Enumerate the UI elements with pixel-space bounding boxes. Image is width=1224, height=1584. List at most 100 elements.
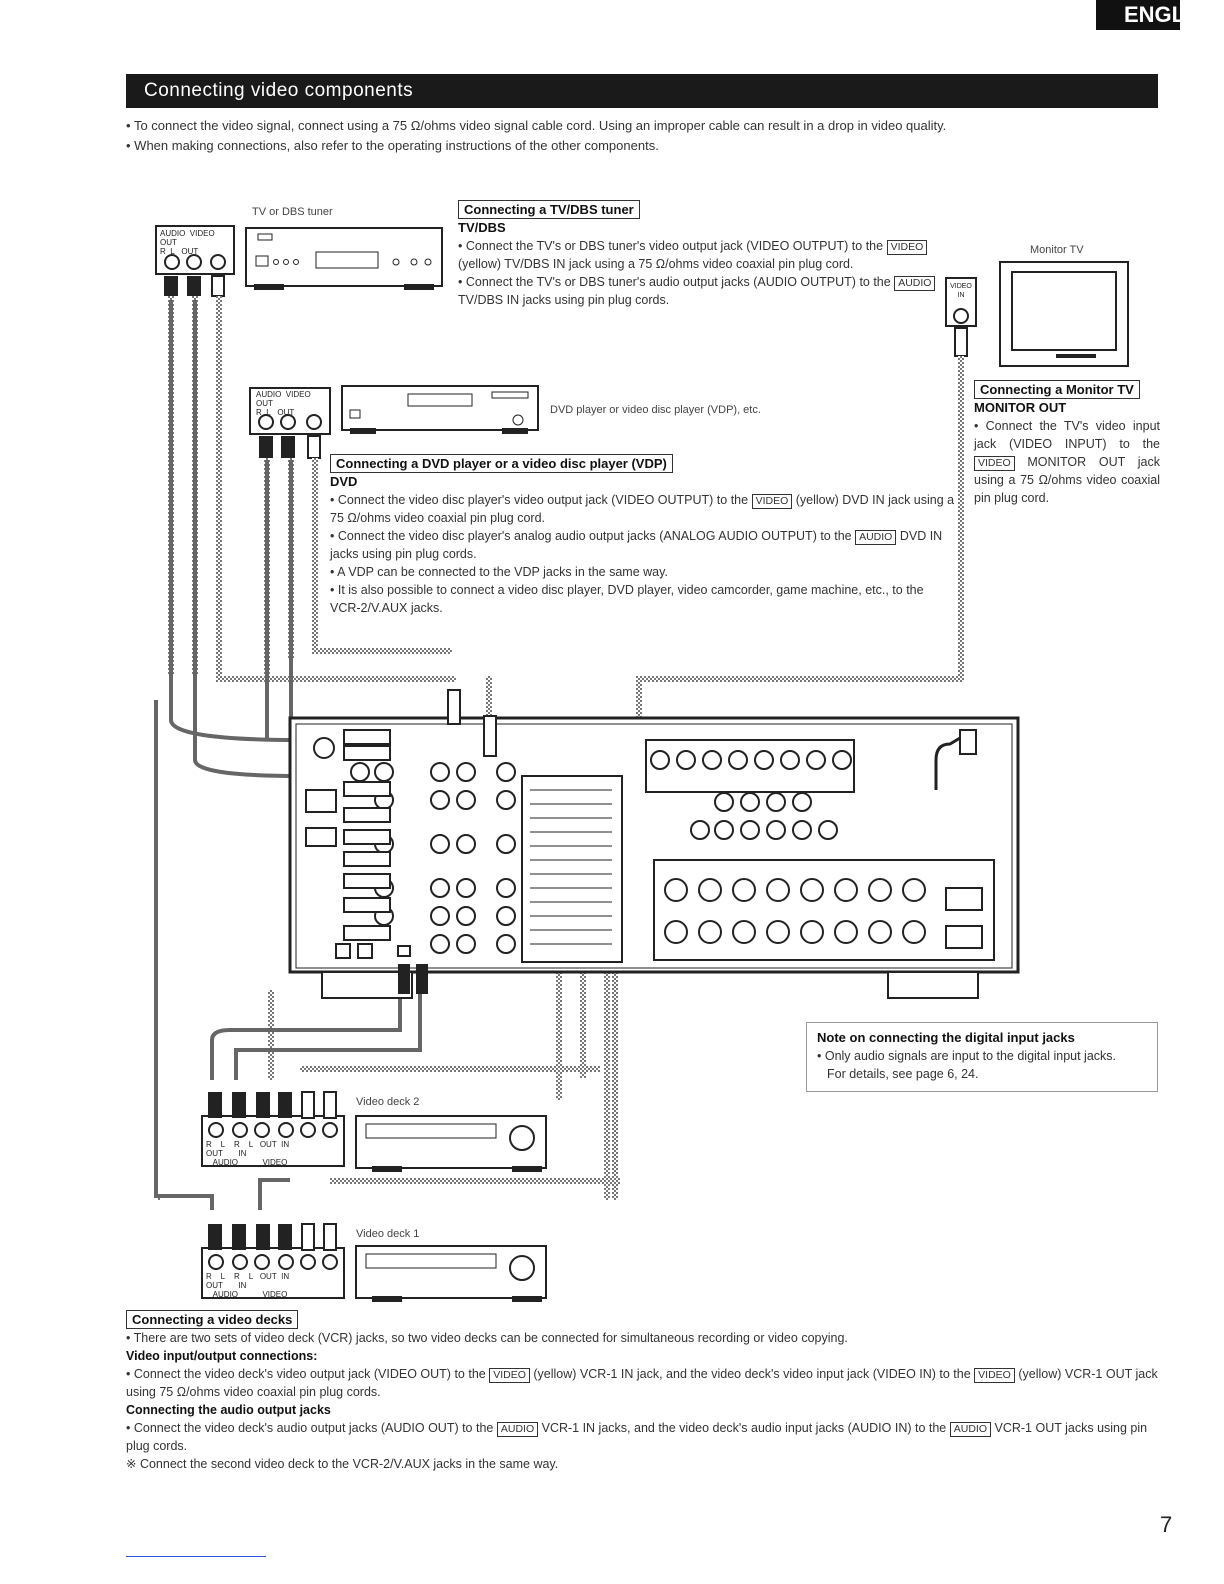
- audio-tag: AUDIO: [949, 1422, 992, 1437]
- footer-line: [126, 1556, 266, 1557]
- dvd-section-title: Connecting a DVD player or a video disc …: [330, 454, 673, 473]
- tuner-jack-labels: AUDIO VIDEO OUT R L OUT: [160, 229, 215, 256]
- tv-dbs-section: Connecting a TV/DBS tuner TV/DBS Connect…: [458, 200, 938, 309]
- out-jack-label: OUT: [181, 247, 199, 256]
- out-jack-label: OUT: [256, 399, 273, 408]
- deck1-jack-labels: R L R L OUT IN OUT IN AUDIO VIDEO: [206, 1272, 289, 1299]
- monitor-jack-labels: VIDEO IN: [948, 282, 974, 300]
- out-jack-label: OUT: [206, 1281, 223, 1290]
- video-jack-label: VIDEO: [950, 283, 972, 290]
- video-decks-bullet: Connect the video deck's audio output ja…: [126, 1419, 1166, 1455]
- dvd-bullet: Connect the video disc player's analog a…: [330, 527, 956, 563]
- bullet-text: (yellow) DVD IN jack using a 75 Ω/ohms v…: [330, 493, 955, 525]
- language-tab: ENGL: [1096, 0, 1180, 30]
- monitor-tv-device: [945, 261, 1129, 367]
- tv-dbs-tuner-label: TV or DBS tuner: [252, 206, 333, 218]
- bullet-text: (yellow) VCR-1 OUT jack using 75 Ω/ohms …: [126, 1367, 1158, 1399]
- dvd-heading: DVD: [330, 474, 358, 489]
- audio-jack-label: AUDIO: [212, 1158, 239, 1167]
- out-jack-label: OUT: [259, 1272, 277, 1281]
- audio-jack-label: AUDIO: [256, 390, 282, 399]
- video-decks-section: Connecting a video decks There are two s…: [126, 1310, 1166, 1473]
- deck2-jack-labels: R L R L OUT IN OUT IN AUDIO VIDEO: [206, 1140, 289, 1167]
- audio-tag: AUDIO: [496, 1422, 539, 1437]
- in-jack-label: IN: [238, 1149, 247, 1158]
- video-jack-label: VIDEO: [189, 229, 215, 238]
- dvd-player-device: [249, 385, 539, 459]
- video-decks-note: ※ Connect the second video deck to the V…: [126, 1457, 559, 1471]
- out-jack-label: OUT: [206, 1149, 223, 1158]
- monitor-section-title: Connecting a Monitor TV: [974, 380, 1140, 399]
- audio-jack-label: AUDIO: [212, 1290, 239, 1299]
- bullet-text: (yellow) TV/DBS IN jack using a 75 Ω/ohm…: [458, 257, 854, 271]
- audio-jack-label: AUDIO: [160, 229, 186, 238]
- video-decks-bullet: Connect the video deck's video output ja…: [126, 1365, 1166, 1401]
- monitor-heading: MONITOR OUT: [974, 400, 1067, 415]
- l-jack-label: L: [170, 247, 175, 256]
- bullet-text: Connect the TV's or DBS tuner's audio ou…: [465, 275, 891, 289]
- video-decks-bullet: There are two sets of video deck (VCR) j…: [126, 1329, 1166, 1347]
- r-jack-label: R: [234, 1272, 240, 1281]
- video-io-heading: Video input/output connections:: [126, 1349, 318, 1363]
- video-jack-label: VIDEO: [262, 1290, 288, 1299]
- video-deck-2-device: [201, 1091, 547, 1172]
- dvd-player-label: DVD player or video disc player (VDP), e…: [550, 404, 761, 416]
- monitor-bullet: Connect the TV's video input jack (VIDEO…: [974, 417, 1160, 507]
- monitor-section: Connecting a Monitor TV MONITOR OUT Conn…: [974, 380, 1160, 507]
- tv-dbs-heading: TV/DBS: [458, 220, 506, 235]
- bullet-text: Connect the video deck's video output ja…: [133, 1367, 486, 1381]
- dvd-bullet: A VDP can be connected to the VDP jacks …: [330, 563, 956, 581]
- bullet-text: MONITOR OUT jack using a 75 Ω/ohms video…: [974, 455, 1160, 505]
- video-tag: VIDEO: [974, 1368, 1015, 1383]
- r-jack-label: R: [160, 247, 166, 256]
- video-tag: VIDEO: [974, 456, 1015, 471]
- out-jack-label: OUT: [160, 238, 177, 247]
- l-jack-label: L: [220, 1140, 226, 1149]
- r-jack-label: R: [206, 1140, 212, 1149]
- bullet-text: Connect the TV's video input jack (VIDEO…: [974, 419, 1160, 451]
- video-tag: VIDEO: [751, 494, 793, 509]
- audio-tag: AUDIO: [855, 530, 897, 545]
- tv-dbs-tuner-device: [155, 225, 443, 297]
- note-bullet: Only audio signals are input to the digi…: [817, 1047, 1147, 1065]
- intro-bullet: When making connections, also refer to t…: [126, 136, 1166, 156]
- l-jack-label: L: [248, 1272, 254, 1281]
- dvd-section: Connecting a DVD player or a video disc …: [330, 454, 956, 617]
- bullet-text: Connect the video deck's audio output ja…: [133, 1421, 494, 1435]
- bullet-text: VCR-1 OUT jacks using pin plug cords.: [126, 1421, 1148, 1453]
- in-jack-label: IN: [281, 1140, 290, 1149]
- bullet-text: DVD IN jacks using pin plug cords.: [330, 529, 943, 561]
- section-title: Connecting video components: [126, 74, 1158, 108]
- note-text: For details, see page 6, 24.: [827, 1067, 979, 1081]
- r-jack-label: R: [256, 408, 262, 417]
- in-jack-label: IN: [957, 292, 965, 299]
- video-tag: VIDEO: [489, 1368, 530, 1383]
- r-jack-label: R: [206, 1272, 212, 1281]
- audio-tag: AUDIO: [894, 276, 936, 291]
- bullet-text: VCR-1 IN jacks, and the video deck's aud…: [541, 1421, 947, 1435]
- l-jack-label: L: [248, 1140, 254, 1149]
- r-jack-label: R: [234, 1140, 240, 1149]
- dvd-bullet: It is also possible to connect a video d…: [330, 581, 956, 617]
- out-jack-label: OUT: [259, 1140, 277, 1149]
- receiver-rear-panel: [288, 689, 1020, 999]
- audio-output-heading: Connecting the audio output jacks: [126, 1403, 331, 1417]
- bullet-text: (yellow) VCR-1 IN jack, and the video de…: [533, 1367, 971, 1381]
- bullet-text: Connect the video disc player's analog a…: [337, 529, 852, 543]
- intro-bullet: To connect the video signal, connect usi…: [126, 116, 1166, 136]
- page-number: 7: [1160, 1512, 1173, 1537]
- video-deck-1-label: Video deck 1: [356, 1228, 420, 1240]
- video-decks-section-title: Connecting a video decks: [126, 1310, 299, 1329]
- dvd-jack-labels: AUDIO VIDEO OUT R L OUT: [256, 390, 311, 417]
- tv-dbs-bullet: Connect the TV's or DBS tuner's audio ou…: [458, 273, 938, 309]
- intro-bullets: To connect the video signal, connect usi…: [126, 116, 1166, 156]
- video-jack-label: VIDEO: [285, 390, 311, 399]
- tv-dbs-section-title: Connecting a TV/DBS tuner: [458, 200, 640, 219]
- video-deck-2-label: Video deck 2: [356, 1096, 420, 1108]
- tv-dbs-bullet: Connect the TV's or DBS tuner's video ou…: [458, 237, 938, 273]
- video-deck-1-device: [201, 1223, 547, 1302]
- monitor-tv-label: Monitor TV: [1030, 244, 1084, 256]
- video-jack-label: VIDEO: [262, 1158, 288, 1167]
- in-jack-label: IN: [281, 1272, 290, 1281]
